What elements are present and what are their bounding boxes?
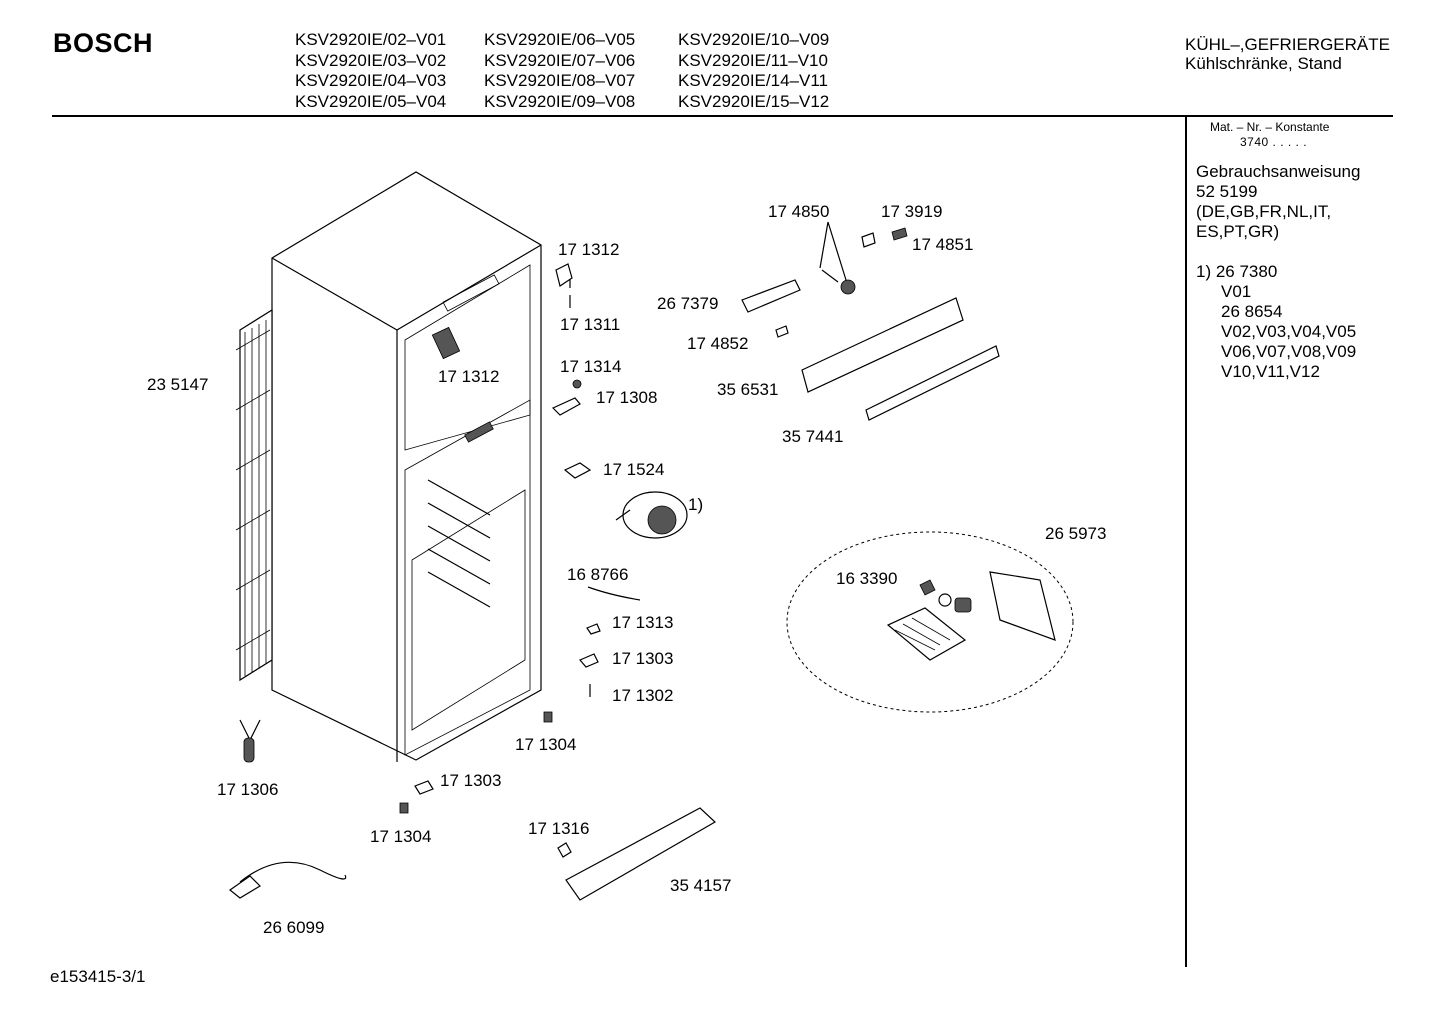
part-label: 17 1524 (603, 460, 665, 479)
sensor-wire (587, 586, 641, 601)
part-label: 35 6531 (717, 380, 779, 399)
part-label: 17 1304 (370, 827, 432, 846)
model-number: KSV2920IE/15–V12 (678, 91, 830, 111)
part-label: 17 1302 (612, 686, 674, 705)
part-label: 35 4157 (670, 876, 732, 895)
middle-hinge (551, 379, 582, 416)
part-label: 26 6099 (263, 918, 325, 937)
category-line: KÜHL–,GEFRIERGERÄTE (1185, 35, 1390, 54)
part-label: 17 4851 (912, 235, 974, 254)
part-label: 17 1303 (440, 771, 502, 790)
part-label: 23 5147 (147, 375, 209, 394)
lamp-cover (563, 462, 592, 479)
document-code: e153415-3/1 (50, 967, 146, 986)
manual-line: (DE,GB,FR,NL,IT, (1196, 202, 1332, 221)
model-number: KSV2920IE/10–V09 (678, 30, 830, 49)
model-number: KSV2920IE/11–V10 (678, 50, 828, 70)
part-label: 17 1314 (560, 357, 622, 376)
category-line: Kühlschränke, Stand (1185, 54, 1342, 73)
part-label: 17 4852 (687, 334, 749, 353)
mat-nr-label: Mat. – Nr. – Konstante (1210, 120, 1330, 134)
model-number: KSV2920IE/04–V03 (295, 71, 447, 90)
part-label: 17 1311 (560, 315, 621, 334)
model-number: KSV2920IE/05–V04 (295, 91, 447, 111)
control-parts (741, 221, 908, 338)
footnote-line: V02,V03,V04,V05 (1221, 322, 1357, 341)
fan-unit (615, 491, 688, 539)
brand-logo: BOSCH (53, 28, 154, 58)
manual-line: 52 5199 (1196, 182, 1258, 201)
part-label: 17 1303 (612, 649, 674, 668)
part-label: 17 1313 (612, 613, 674, 632)
part-label: 17 1316 (528, 819, 590, 838)
support-bracket (414, 780, 434, 795)
small-clip (579, 623, 601, 697)
footnote-line: 1) 26 7380 (1196, 262, 1278, 281)
door-shelf (557, 807, 717, 901)
footnote-line: 26 8654 (1221, 302, 1283, 321)
manual-info: Gebrauchsanweisung 52 5199 (DE,GB,FR,NL,… (1196, 162, 1360, 242)
mat-nr-value: 3740 . . . . . (1240, 135, 1308, 149)
foot-screw (399, 711, 553, 814)
footnote-info: 1) 26 7380 V01 26 8654 V02,V03,V04,V05 V… (1196, 262, 1356, 382)
fridge-cabinet (271, 171, 542, 762)
model-column-1: KSV2920IE/02–V01 KSV2920IE/03–V02 KSV292… (295, 30, 446, 112)
part-label: 17 3919 (881, 202, 943, 221)
control-panel-housing (801, 297, 964, 393)
model-number: KSV2920IE/09–V08 (484, 91, 636, 111)
manual-line: Gebrauchsanweisung (1196, 162, 1361, 181)
part-label: 26 5973 (1045, 524, 1107, 543)
model-number: KSV2920IE/02–V01 (295, 30, 447, 49)
model-number: KSV2920IE/08–V07 (484, 71, 636, 90)
drain-tube (239, 719, 261, 763)
part-label: 35 7441 (782, 427, 844, 446)
model-column-2: KSV2920IE/06–V05 KSV2920IE/07–V06 KSV292… (484, 30, 635, 112)
model-column-3: KSV2920IE/10–V09 KSV2920IE/11–V10 KSV292… (678, 30, 829, 112)
part-label: 17 1306 (217, 780, 279, 799)
footnote-marker: 1) (688, 495, 704, 514)
fan-assembly-group (786, 531, 1074, 713)
top-hinge (555, 263, 573, 308)
model-number: KSV2920IE/03–V02 (295, 50, 447, 70)
exploded-parts-diagram (228, 171, 1074, 901)
model-number: KSV2920IE/07–V06 (484, 50, 636, 70)
model-number: KSV2920IE/06–V05 (484, 30, 636, 49)
part-label: 17 1312 (438, 367, 500, 386)
part-label: 17 1312 (558, 240, 620, 259)
condenser-coil (235, 308, 273, 682)
footnote-line: V01 (1221, 282, 1252, 301)
part-label: 16 8766 (567, 565, 629, 584)
part-label: 17 1308 (596, 388, 658, 407)
part-label: 17 1304 (515, 735, 577, 754)
model-number: KSV2920IE/14–V11 (678, 71, 828, 90)
part-label: 17 4850 (768, 202, 830, 221)
sidebar-divider (1185, 117, 1187, 967)
manual-line: ES,PT,GR) (1196, 222, 1280, 241)
header-divider (52, 115, 1393, 117)
footnote-line: V06,V07,V08,V09 (1221, 342, 1357, 361)
category-heading: KÜHL–,GEFRIERGERÄTE Kühlschränke, Stand (1185, 35, 1390, 73)
part-label: 26 7379 (657, 294, 719, 313)
power-cord (228, 861, 347, 899)
part-label: 16 3390 (836, 569, 898, 588)
panel-strip (865, 345, 1000, 421)
footnote-line: V10,V11,V12 (1221, 362, 1320, 381)
